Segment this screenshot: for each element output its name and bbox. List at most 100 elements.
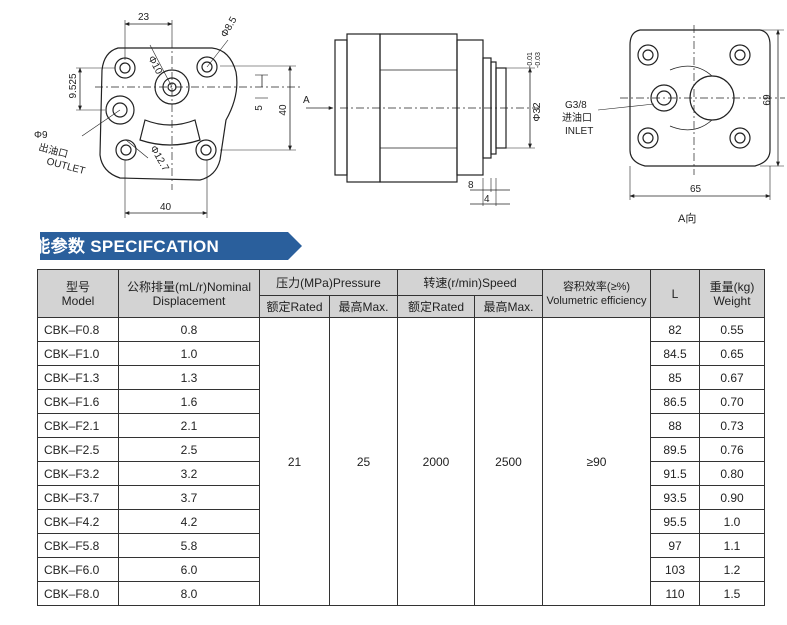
cell-displacement: 2.5 [118,437,260,462]
cell-shared-efficiency: ≥90 [542,317,652,606]
cell-weight: 0.67 [699,365,766,390]
header-pressure: 压力(MPa)Pressure [259,269,398,296]
cell-model: CBK–F0.8 [37,317,119,342]
inlet-cn: 进油口 [562,111,592,124]
cell-displacement: 5.8 [118,533,260,558]
header-pressure-max: 最高Max. [329,295,398,318]
cell-displacement: 0.8 [118,317,260,342]
cell-model: CBK–F1.3 [37,365,119,390]
dim-height: 40 [278,104,289,116]
dim-shaft: 4 [484,194,490,205]
cell-length: 88 [650,413,701,438]
cell-model: CBK–F5.8 [37,533,119,558]
cell-model: CBK–F8.0 [37,581,119,606]
front-view [76,20,300,218]
cell-length: 97 [650,533,701,558]
cell-displacement: 1.0 [118,341,260,366]
dim-outlet-dia: Φ9 [34,130,48,141]
rear-view [597,25,785,200]
dim-offset-small: 5 [254,105,265,111]
cell-weight: 1.5 [699,581,766,606]
cell-weight: 0.80 [699,461,766,486]
inlet-en: INLET [565,126,593,137]
cell-shared-pressure-rated: 21 [259,317,330,606]
cell-weight: 1.1 [699,533,766,558]
cell-displacement: 2.1 [118,413,260,438]
cell-model: CBK–F6.0 [37,557,119,582]
cell-length: 110 [650,581,701,606]
header-speed-max: 最高Max. [473,295,544,318]
section-title: 性能参数 SPECIFCATION [16,237,220,256]
spec-table: 型号 Model 公称排量(mL/r)Nominal Displacement … [37,269,766,606]
header-weight: 重量(kg) Weight [699,269,766,318]
rear-dim-width: 65 [690,184,702,195]
cell-weight: 0.65 [699,341,766,366]
dim-bolt-dia: Φ12.7 [147,144,170,174]
rear-dim-height: 69 [762,94,773,106]
front-view-labels: 23 Φ8.5 Φ10 9.525 5 40 Φ9 出油口 OUTLET Φ12… [34,12,289,213]
side-arrow-label: A [303,95,310,106]
dim-hole-dia: Φ8.5 [219,15,240,40]
cell-length: 84.5 [650,341,701,366]
cell-length: 93.5 [650,485,701,510]
cell-length: 95.5 [650,509,701,534]
cell-displacement: 4.2 [118,509,260,534]
cell-displacement: 8.0 [118,581,260,606]
tol-lower: -0.03 [535,52,542,68]
cell-displacement: 1.3 [118,365,260,390]
cell-weight: 0.70 [699,389,766,414]
cell-weight: 0.73 [699,413,766,438]
header-model: 型号 Model [37,269,119,318]
rear-view-label: A向 [678,211,696,225]
dim-width-bottom: 40 [160,202,172,213]
cell-displacement: 6.0 [118,557,260,582]
header-weight-en: Weight [713,293,751,308]
header-speed: 转速(r/min)Speed [396,269,544,296]
dim-width-top: 23 [138,12,150,23]
cell-model: CBK–F2.1 [37,413,119,438]
technical-drawings: 23 Φ8.5 Φ10 9.525 5 40 Φ9 出油口 OUTLET Φ12… [34,12,785,225]
cell-shared-pressure-max: 25 [329,317,398,606]
header-pressure-rated: 额定Rated [259,295,330,318]
cell-model: CBK–F1.0 [37,341,119,366]
dim-flange: 8 [468,180,474,191]
cell-model: CBK–F4.2 [37,509,119,534]
cell-model: CBK–F1.6 [37,389,119,414]
cell-length: 85 [650,365,701,390]
header-efficiency: 容积效率(≥%) Volumetric efficiency [542,269,652,318]
header-disp-line2: Displacement [152,293,226,308]
cell-length: 103 [650,557,701,582]
cell-displacement: 3.2 [118,461,260,486]
header-weight-cn: 重量(kg) [709,279,755,294]
cell-displacement: 1.6 [118,389,260,414]
port-thread: G3/8 [565,100,587,111]
header-eff-en: Volumetric efficiency [546,294,647,307]
side-view [306,33,540,206]
header-model-en: Model [61,293,95,308]
header-displacement: 公称排量(mL/r)Nominal Displacement [118,269,260,318]
cell-weight: 0.90 [699,485,766,510]
side-view-labels: A Φ32 -0.01 -0.03 8 4 [303,52,543,205]
header-model-cn: 型号 [65,279,90,294]
cell-weight: 0.76 [699,437,766,462]
tol-upper: -0.01 [527,52,534,68]
cell-length: 91.5 [650,461,701,486]
header-eff-cn: 容积效率(≥%) [562,280,631,293]
cell-shared-speed-rated: 2000 [397,317,475,606]
header-length: L [650,269,701,318]
cell-length: 82 [650,317,701,342]
cell-displacement: 3.7 [118,485,260,510]
dim-left-offset: 9.525 [68,73,79,98]
cell-weight: 1.0 [699,509,766,534]
cell-length: 89.5 [650,437,701,462]
cell-model: CBK–F3.7 [37,485,119,510]
